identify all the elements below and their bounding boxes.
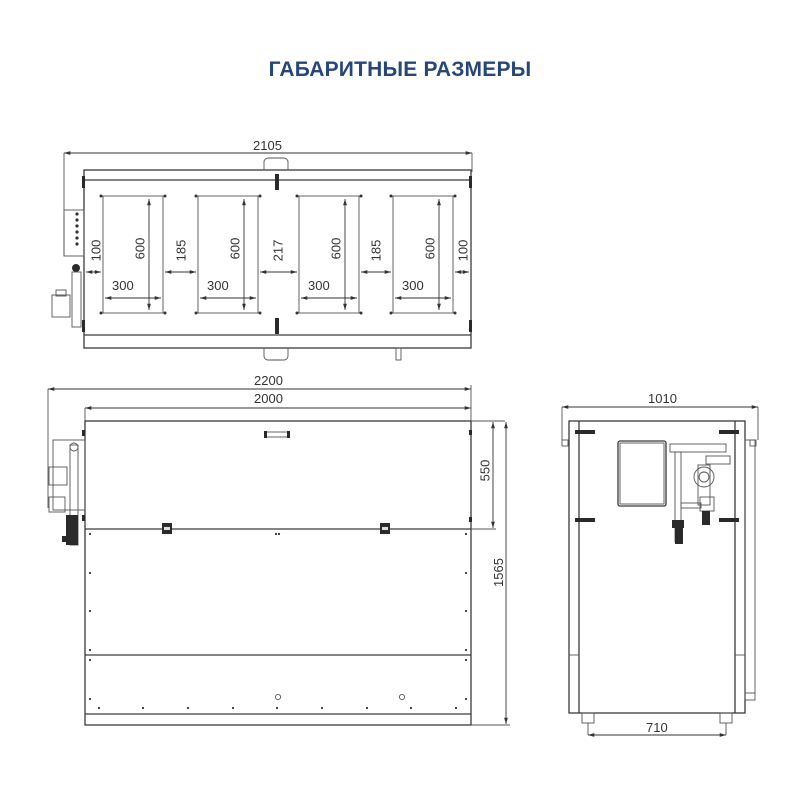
top-view bbox=[51, 151, 473, 361]
dim-front-overall-length: 2200 bbox=[254, 373, 283, 388]
dim-window-4-height: 600 bbox=[422, 237, 438, 260]
dim-window-1-width: 300 bbox=[112, 278, 134, 293]
dim-window-3-height: 600 bbox=[328, 237, 344, 260]
dim-window-3-width: 300 bbox=[308, 278, 330, 293]
dim-window-2-width: 300 bbox=[207, 278, 229, 293]
dim-side-leg-spacing: 710 bbox=[646, 720, 668, 735]
dim-front-lid-height: 550 bbox=[477, 459, 493, 482]
side-view bbox=[561, 405, 759, 737]
dim-front-overall-height: 1565 bbox=[490, 558, 506, 587]
page-title: ГАБАРИТНЫЕ РАЗМЕРЫ bbox=[268, 58, 532, 81]
dim-top-overall-width: 2105 bbox=[253, 138, 282, 153]
dim-side-overall-depth: 1010 bbox=[648, 391, 677, 406]
dim-gap-right-edge: 100 bbox=[455, 239, 471, 262]
front-view bbox=[47, 385, 510, 726]
dim-front-body-length: 2000 bbox=[254, 391, 283, 406]
dim-gap-2-3: 217 bbox=[270, 239, 286, 262]
dim-gap-3-4: 185 bbox=[368, 239, 384, 262]
dim-gap-1-2: 185 bbox=[173, 239, 189, 262]
dim-window-1-height: 600 bbox=[132, 237, 148, 260]
dim-gap-left-edge: 100 bbox=[88, 239, 104, 262]
dim-window-4-width: 300 bbox=[402, 278, 424, 293]
dim-window-2-height: 600 bbox=[227, 237, 243, 260]
